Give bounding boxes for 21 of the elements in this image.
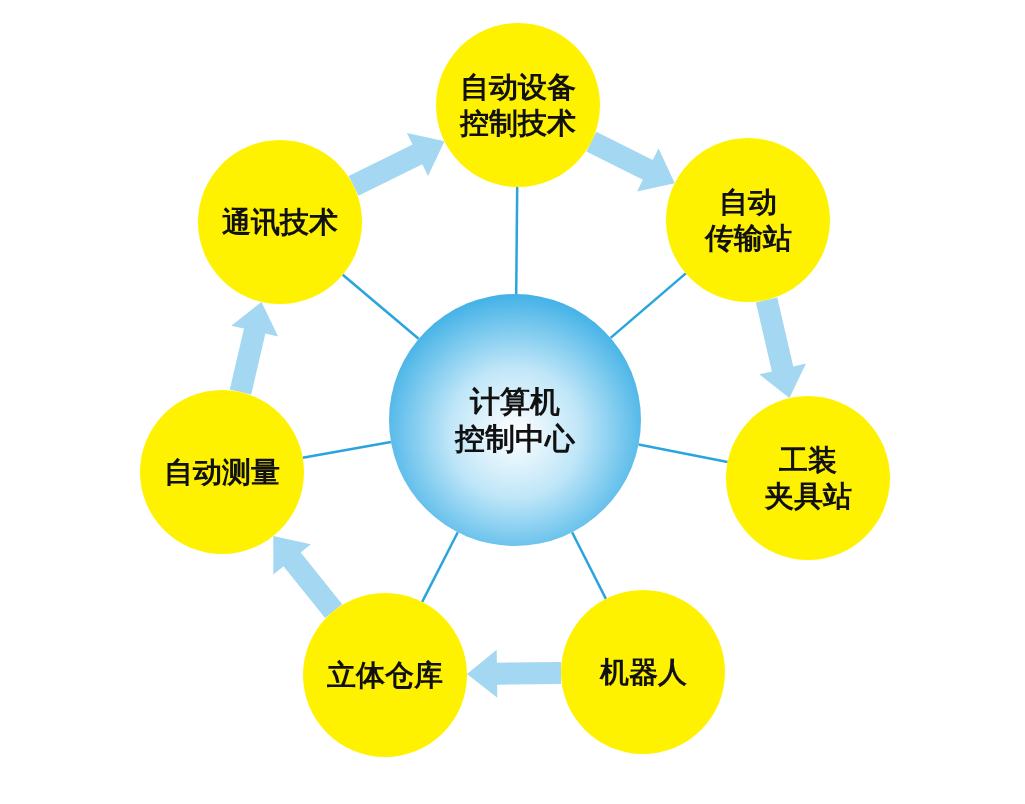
connector-line <box>638 443 728 464</box>
block-arrow <box>273 535 343 618</box>
node-label: 工装夹具站 <box>764 441 852 515</box>
connector-line <box>302 440 392 459</box>
connector-line <box>571 531 607 600</box>
block-arrow <box>229 301 279 395</box>
node-label: 通讯技术 <box>222 203 338 241</box>
block-arrow <box>755 297 806 399</box>
connector-line <box>514 187 519 294</box>
block-arrow <box>467 649 562 698</box>
node-label: 机器人 <box>599 653 687 691</box>
node-label: 自动设备控制技术 <box>460 68 576 142</box>
node-label: 自动测量 <box>164 453 280 491</box>
node-label: 立体仓库 <box>327 656 443 694</box>
connector-line <box>341 273 420 340</box>
block-arrow <box>586 131 675 192</box>
block-arrow <box>348 132 445 196</box>
connector-line <box>421 531 459 603</box>
node-label: 计算机控制中心 <box>455 382 575 458</box>
node-label: 自动传输站 <box>704 183 792 257</box>
connector-line <box>609 272 687 339</box>
